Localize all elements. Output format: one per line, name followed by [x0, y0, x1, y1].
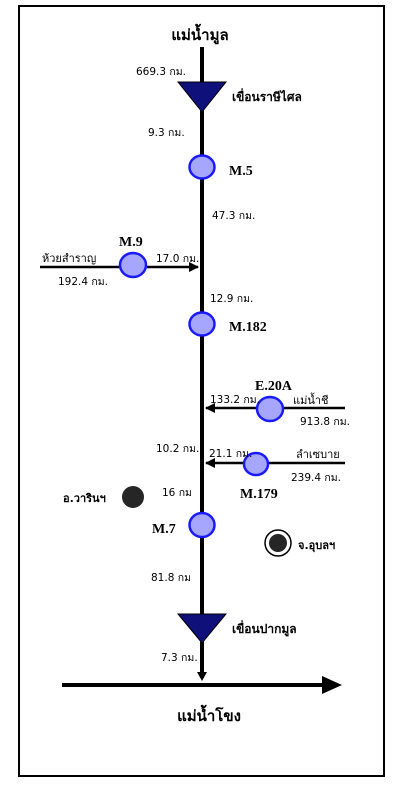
station-m179-marker — [242, 451, 270, 477]
distance-12-9: 12.9 กม. — [210, 293, 253, 305]
station-m7-marker — [188, 511, 216, 539]
pak-mun-dam-icon — [176, 613, 228, 644]
ubon-town-label: จ.อุบลฯ — [298, 539, 335, 553]
distance-47-3: 47.3 กม. — [212, 210, 255, 222]
distance-10-2: 10.2 กม. — [156, 443, 199, 455]
station-m182-marker — [188, 311, 216, 337]
station-m9-label: M.9 — [119, 235, 143, 250]
station-m179-label: M.179 — [240, 487, 278, 502]
chi-river-label: แม่น้ำชี — [293, 392, 329, 407]
upper-dam-label: เขื่อนราษีไศล — [232, 88, 302, 104]
warin-town-label: อ.วารินฯ — [63, 492, 106, 505]
distance-669-3: 669.3 กม. — [136, 66, 186, 78]
bottom-river-label: แม่น้ำโขง — [177, 704, 241, 725]
station-m5-label: M.5 — [229, 164, 253, 179]
ubon-town-inner-icon — [269, 534, 287, 552]
distance-17-0: 17.0 กม. — [156, 253, 199, 265]
lower-dam-label: เขื่อนปากมูล — [232, 620, 297, 637]
mekong-arrowhead — [322, 676, 342, 694]
distance-239-4: 239.4 กม. — [291, 472, 341, 484]
warin-town-icon — [122, 486, 144, 508]
station-m9-marker — [118, 251, 148, 279]
distance-21-1: 21.1 กม. — [209, 448, 252, 460]
station-m5-marker — [188, 154, 216, 180]
distance-7-3: 7.3 กม. — [161, 652, 198, 664]
station-m7-label: M.7 — [152, 522, 176, 537]
station-m182-label: M.182 — [229, 320, 267, 335]
distance-913-8: 913.8 กม. — [300, 416, 350, 428]
station-e20a-label: E.20A — [255, 379, 293, 394]
distance-133-2: 133.2 กม. — [210, 394, 260, 406]
rasi-salai-dam-icon — [176, 81, 228, 113]
main-river-arrowhead — [197, 672, 207, 681]
huai-samran-label: ห้วยสำราญ — [42, 252, 96, 265]
distance-81-8: 81.8 กม — [151, 572, 191, 584]
distance-192-4: 192.4 กม. — [58, 276, 108, 288]
distance-9-3: 9.3 กม. — [148, 127, 185, 139]
lam-se-bai-label: ลำเซบาย — [296, 448, 340, 461]
distance-16: 16 กม — [162, 487, 192, 499]
station-e20a-marker — [255, 395, 285, 423]
top-river-label: แม่น้ำมูล — [171, 23, 228, 45]
